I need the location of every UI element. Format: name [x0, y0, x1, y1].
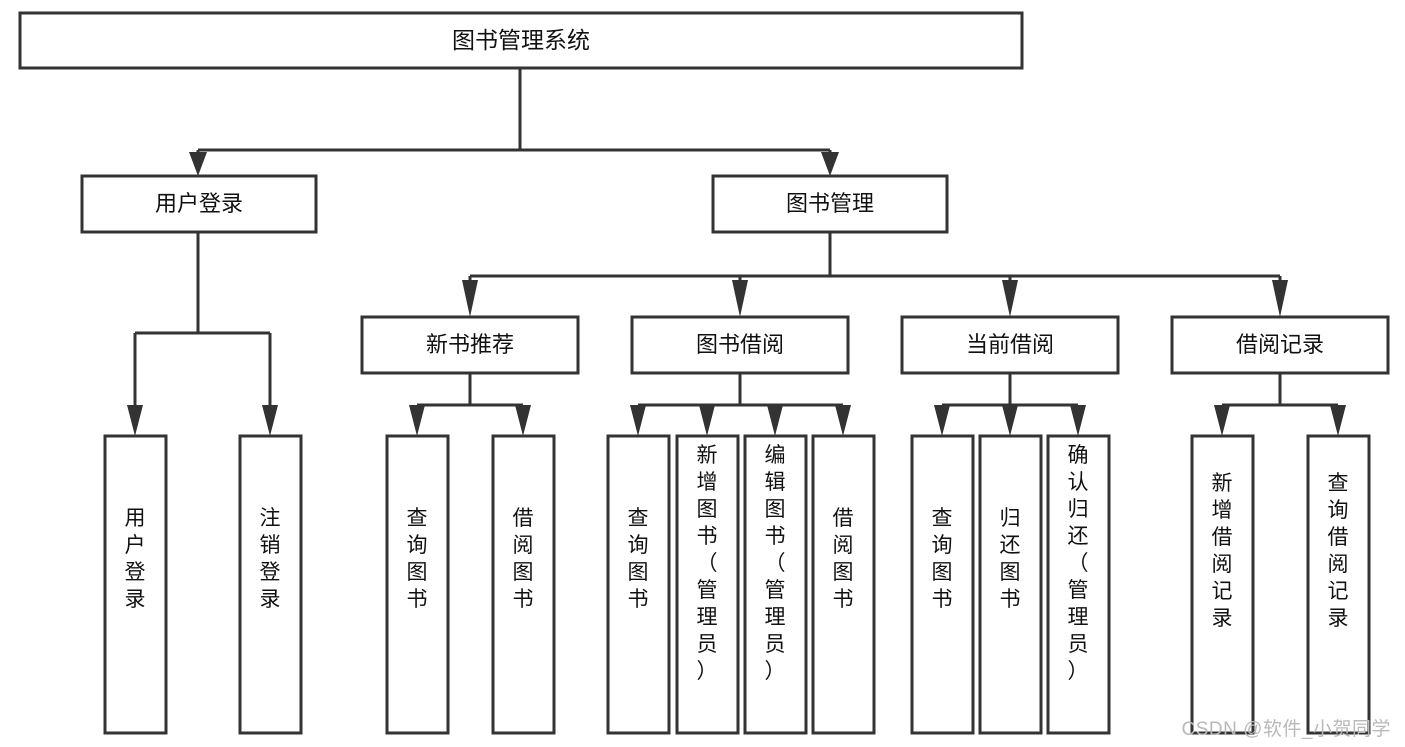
node-leaf-return-book[interactable]: 归还图书 [978, 434, 1043, 735]
node-book-management[interactable]: 图书管理 [711, 174, 949, 234]
node-leaf-add-record-label: 新增借阅记录 [1212, 472, 1233, 630]
node-new-book-recommend[interactable]: 新书推荐 [360, 315, 580, 375]
node-user-login-box[interactable] [80, 174, 318, 234]
node-leaf-confirm-return-box[interactable] [1046, 434, 1111, 735]
node-borrow-record[interactable]: 借阅记录 [1170, 315, 1390, 375]
node-leaf-add-book-box[interactable] [675, 434, 740, 735]
node-book-management-box[interactable] [711, 174, 949, 234]
arrow-head-leaf-borrow-book-1 [515, 405, 531, 436]
node-leaf-return-book-label: 归还图书 [1000, 507, 1021, 611]
node-leaf-query-book-2[interactable]: 查询图书 [606, 434, 671, 735]
arrow-head-book-management [821, 152, 839, 176]
node-leaf-edit-book-box[interactable] [743, 434, 808, 735]
node-new-book-recommend-box[interactable] [360, 315, 580, 375]
node-book-management-label: 图书管理 [786, 191, 874, 216]
arrow-head-user-login [189, 152, 207, 176]
node-leaf-query-book-3-box[interactable] [910, 434, 975, 735]
node-leaf-borrow-book-1-box[interactable] [491, 434, 556, 735]
node-leaf-return-book-box[interactable] [978, 434, 1043, 735]
arrow-head-leaf-user-login [127, 405, 143, 436]
node-leaf-query-book-2-label: 查询图书 [628, 507, 649, 611]
node-root[interactable]: 图书管理系统 [18, 11, 1024, 70]
node-leaf-query-book-2-box[interactable] [606, 434, 671, 735]
node-book-borrow-box[interactable] [630, 315, 850, 375]
node-leaf-logout-login[interactable]: 注销登录 [238, 434, 303, 735]
arrow-head-leaf-borrow-book-2 [835, 405, 851, 436]
node-leaf-user-login-box[interactable] [103, 434, 168, 735]
node-leaf-add-record[interactable]: 新增借阅记录 [1190, 434, 1255, 735]
node-leaf-logout-login-label: 注销登录 [260, 507, 281, 611]
arrow-head-new-book-recommend [462, 280, 478, 317]
node-leaf-borrow-book-2-label: 借阅图书 [833, 507, 854, 611]
arrow-head-leaf-confirm-return [1070, 405, 1086, 436]
node-leaf-confirm-return-label: 确认归还（管理员） [1068, 444, 1089, 683]
arrow-head-leaf-query-record [1330, 405, 1346, 436]
arrow-head-leaf-add-book [699, 405, 715, 436]
node-leaf-user-login[interactable]: 用户登录 [103, 434, 168, 735]
connector-layer [127, 68, 1346, 436]
node-leaf-borrow-book-2-box[interactable] [811, 434, 876, 735]
node-leaf-confirm-return[interactable]: 确认归还（管理员） [1046, 434, 1111, 735]
arrow-head-leaf-query-book-2 [630, 405, 646, 436]
node-leaf-borrow-book-1[interactable]: 借阅图书 [491, 434, 556, 735]
node-leaf-edit-book[interactable]: 编辑图书（管理员） [743, 434, 808, 735]
node-leaf-add-book[interactable]: 新增图书（管理员） [675, 434, 740, 735]
arrow-head-leaf-logout-login [262, 405, 278, 436]
node-leaf-query-book-1-label: 查询图书 [407, 507, 428, 611]
arrow-head-book-borrow [732, 280, 748, 317]
arrow-head-leaf-query-book-3 [934, 405, 950, 436]
node-book-borrow[interactable]: 图书借阅 [630, 315, 850, 375]
node-current-borrow-box[interactable] [900, 315, 1120, 375]
node-leaf-edit-book-label: 编辑图书（管理员） [765, 444, 786, 683]
node-current-borrow[interactable]: 当前借阅 [900, 315, 1120, 375]
arrow-head-current-borrow [1002, 280, 1018, 317]
node-user-login-label: 用户登录 [155, 191, 243, 216]
arrow-head-leaf-query-book-1 [409, 405, 425, 436]
node-current-borrow-label: 当前借阅 [966, 332, 1054, 357]
node-borrow-record-box[interactable] [1170, 315, 1390, 375]
arrow-head-leaf-return-book [1002, 405, 1018, 436]
csdn-watermark: CSDN @软件_小贺同学 [1181, 719, 1391, 740]
node-leaf-borrow-book-1-label: 借阅图书 [513, 507, 534, 611]
node-new-book-recommend-label: 新书推荐 [426, 332, 514, 357]
node-book-borrow-label: 图书借阅 [696, 332, 784, 357]
node-root-label: 图书管理系统 [452, 27, 590, 53]
arrow-head-leaf-add-record [1214, 405, 1230, 436]
node-leaf-add-book-label: 新增图书（管理员） [697, 444, 718, 683]
node-leaf-query-book-3[interactable]: 查询图书 [910, 434, 975, 735]
node-leaf-query-record[interactable]: 查询借阅记录 [1306, 434, 1371, 735]
node-user-login[interactable]: 用户登录 [80, 174, 318, 234]
node-leaf-query-book-3-label: 查询图书 [932, 507, 953, 611]
arrow-head-borrow-record [1272, 280, 1288, 317]
node-leaf-borrow-book-2[interactable]: 借阅图书 [811, 434, 876, 735]
node-leaf-logout-login-box[interactable] [238, 434, 303, 735]
node-root-box[interactable] [18, 11, 1024, 70]
node-leaf-query-record-box[interactable] [1306, 434, 1371, 735]
node-leaf-query-record-label: 查询借阅记录 [1328, 472, 1349, 630]
node-leaf-query-book-1-box[interactable] [385, 434, 450, 735]
node-leaf-user-login-label: 用户登录 [125, 507, 146, 611]
node-leaf-query-book-1[interactable]: 查询图书 [385, 434, 450, 735]
arrow-head-leaf-edit-book [767, 405, 783, 436]
node-borrow-record-label: 借阅记录 [1236, 332, 1324, 357]
node-leaf-add-record-box[interactable] [1190, 434, 1255, 735]
